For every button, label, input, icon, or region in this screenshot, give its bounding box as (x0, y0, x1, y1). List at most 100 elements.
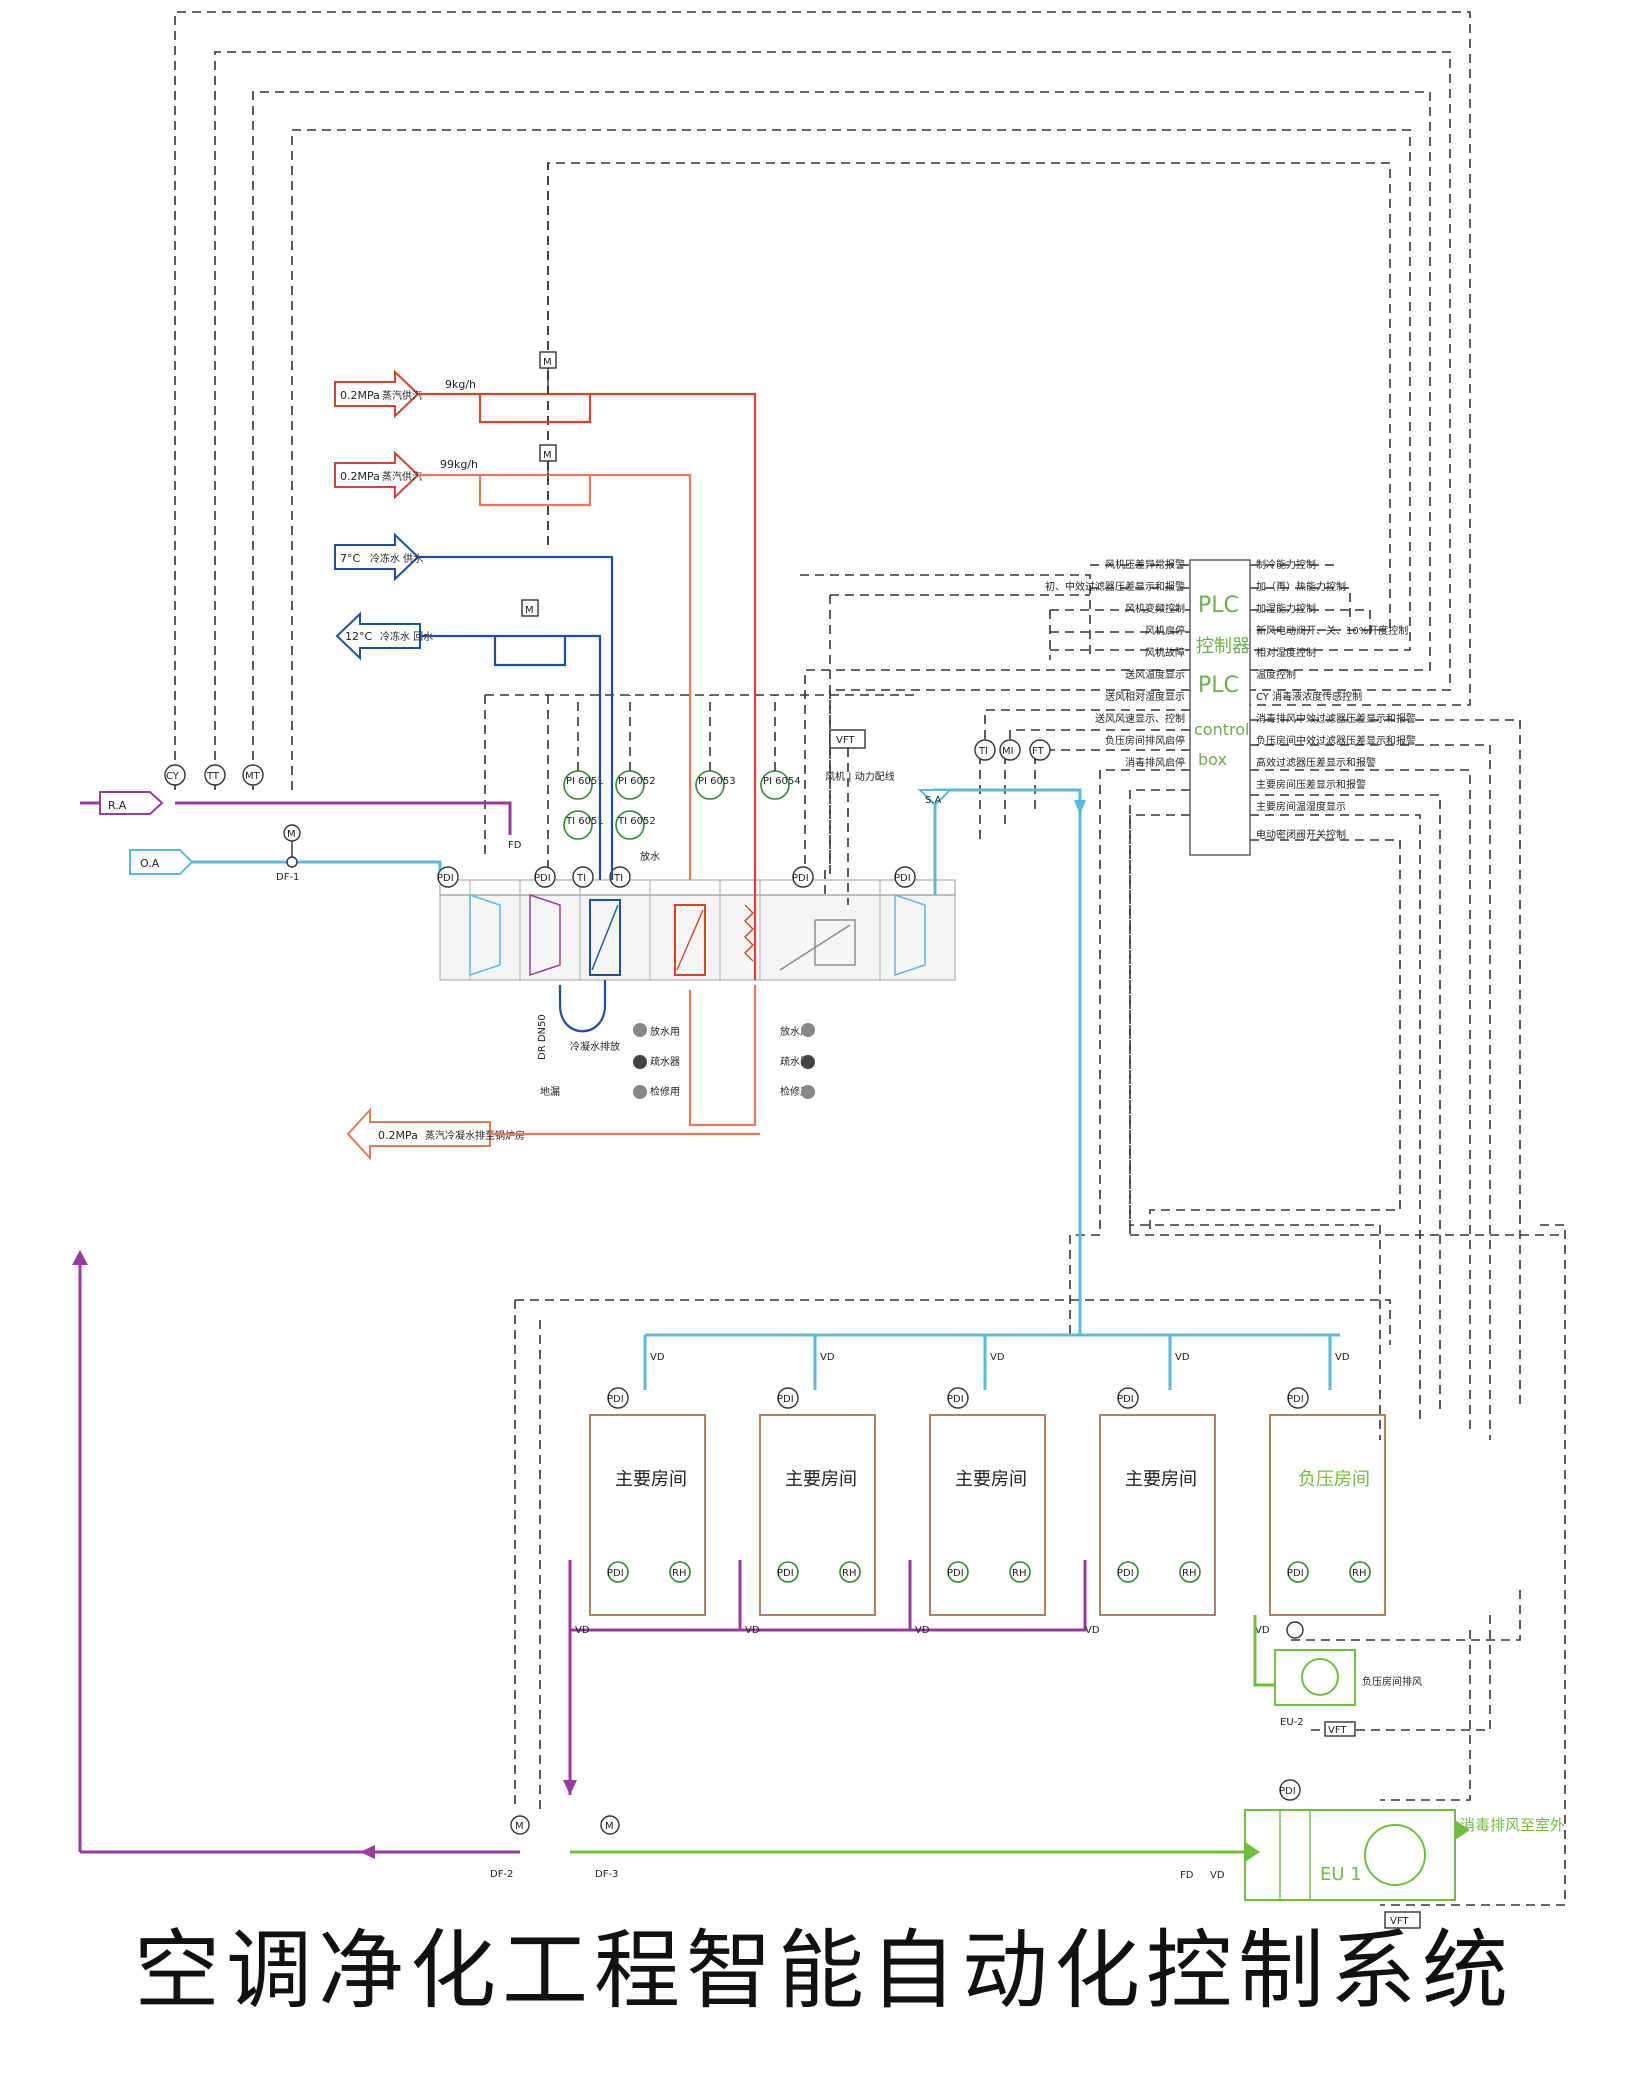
chw-return-note: 冷冻水 回水 (380, 630, 433, 643)
plc-left-0: 风机压差异常报警 (1105, 558, 1185, 571)
pi-6054: PI 6054 (763, 776, 801, 787)
room5-pdi: PDI (1287, 1568, 1304, 1579)
eu1-vft: VFT (1390, 1916, 1409, 1927)
plc-right-7: 消毒排风中效过滤器压差显示和报警 (1256, 712, 1416, 725)
steam2-flow: 99kg/h (440, 458, 478, 471)
steam-line-2: 0.2MPa 蒸汽供汽 99kg/h M (334, 444, 692, 880)
room4-pdi: PDI (1117, 1568, 1134, 1579)
exhaust-fd: FD (1180, 1870, 1194, 1881)
plc-left-4: 风机故障 (1145, 646, 1185, 659)
ahu-instruments: PDI PDI TI TI PDI PDI FD (437, 840, 916, 888)
sensor-ti-supply: TI (978, 746, 988, 757)
room5-pdi-top: PDI (1287, 1394, 1304, 1405)
room3-name: 主要房间 (955, 1469, 1027, 1490)
plc-right-9: 高效过滤器压差显示和报警 (1256, 756, 1376, 769)
chw-supply-note: 冷冻水 供水 (370, 552, 423, 565)
ti-6052: TI 6052 (617, 816, 656, 827)
room3-vd: VD (990, 1352, 1005, 1363)
room4-pdi-top: PDI (1117, 1394, 1134, 1405)
room3-rh: RH (1012, 1568, 1026, 1579)
plc-right-labels: 制冷能力控制 加（再）热能力控制 加湿能力控制 新风电动阀开、关、10%开度控制… (1256, 558, 1416, 841)
plc-line4: control (1194, 720, 1249, 739)
room4-vd-return: VD (1085, 1625, 1100, 1636)
return-air-line (72, 801, 1087, 1859)
plc-left-labels: 风机压差异常报警 初、中效过滤器压差显示和报警 风机变频控制 风机启停 风机故障… (1045, 558, 1185, 769)
pdi-filter2: PDI (534, 873, 551, 884)
condensate-return: 0.2MPa 蒸汽冷凝水排至锅炉房 (346, 1107, 760, 1161)
drain-dn50: DR DN50 (537, 1014, 548, 1060)
plc-line3: PLC (1198, 673, 1239, 698)
room3-vd-return: VD (915, 1625, 930, 1636)
plc-right-5: 温度控制 (1256, 668, 1296, 681)
return-air-arrow: R.A (99, 791, 164, 815)
trap-1: 疏水器 (650, 1055, 680, 1068)
pdi-filter3: PDI (894, 873, 911, 884)
plc-left-6: 送风相对湿度显示 (1105, 690, 1185, 703)
chw-supply: 7°C 冷冻水 供水 (334, 532, 614, 880)
sensor-ft-supply: FT (1032, 746, 1045, 757)
sensor-mi-supply: MI (1002, 746, 1014, 757)
arrow-down-icon (1074, 800, 1086, 815)
room-3: VD 主要房间 PDI PDI RH VD (915, 1335, 1046, 1636)
steam1-flow: 9kg/h (445, 378, 476, 391)
sensor-cy: CY (166, 771, 180, 782)
room5-name: 负压房间 (1298, 1469, 1370, 1490)
damper-df1: M DF-1 (276, 824, 301, 883)
df2-motor: M (515, 1821, 524, 1832)
steam2-valve-motor: M (543, 450, 552, 461)
room4-name: 主要房间 (1125, 1469, 1197, 1490)
steam-line-1: 0.2MPa 蒸汽供汽 9kg/h M (334, 351, 757, 980)
pi-6053: PI 6053 (698, 776, 736, 787)
room-5: VD 负压房间 PDI PDI RH VD (1255, 1335, 1386, 1636)
condensate-note: 蒸汽冷凝水排至锅炉房 (425, 1129, 525, 1142)
plc-left-1: 初、中效过滤器压差显示和报警 (1045, 580, 1185, 593)
room1-pdi-top: PDI (607, 1394, 624, 1405)
vft-ahu: VFT 风机 | 动力配线 (825, 729, 895, 905)
plc-line2: 控制器 (1196, 636, 1250, 657)
room-2: VD 主要房间 PDI PDI RH VD (745, 1335, 876, 1636)
chw-supply-temp: 7°C (340, 552, 360, 565)
plc-right-6: CY 消毒液浓度传感控制 (1256, 690, 1362, 703)
vft-note: 风机 | 动力配线 (825, 770, 895, 783)
room2-pdi-top: PDI (777, 1394, 794, 1405)
plc-left-5: 送风温度显示 (1125, 668, 1185, 681)
plc-right-12: 电动密闭阀开关控制 (1256, 828, 1346, 841)
room1-vd-return: VD (575, 1625, 590, 1636)
room2-name: 主要房间 (785, 1469, 857, 1490)
plc-right-11: 主要房间温湿度显示 (1256, 800, 1346, 813)
plc-right-0: 制冷能力控制 (1256, 558, 1316, 571)
pdi-filter1: PDI (437, 873, 454, 884)
arrow-down-icon (563, 1780, 577, 1795)
room-4: VD 主要房间 PDI PDI RH VD (1085, 1335, 1216, 1636)
arrow-up-icon (72, 1250, 88, 1265)
plc-line5: box (1198, 750, 1227, 769)
room4-rh: RH (1182, 1568, 1196, 1579)
room5-vd: VD (1335, 1352, 1350, 1363)
exhaust-eu1: PDI EU 1 消毒排风至室外 VFT (1244, 1779, 1565, 1929)
sensor-tt: TT (206, 771, 220, 782)
exhaust-eu2: 负压房间排风 EU-2 VFT (1253, 1615, 1422, 1737)
pi-6051: PI 6051 (566, 776, 604, 787)
return-air-label: R.A (108, 799, 127, 812)
plc-left-7: 送风风速显示、控制 (1095, 712, 1185, 725)
room2-vd: VD (820, 1352, 835, 1363)
room2-rh: RH (842, 1568, 856, 1579)
exhaust-line: FD VD (570, 1842, 1260, 1881)
room5-vd-return: VD (1255, 1625, 1270, 1636)
room5-rh: RH (1352, 1568, 1366, 1579)
room1-vd: VD (650, 1352, 665, 1363)
steam1-note: 蒸汽供汽 (382, 389, 422, 402)
dampers-bottom: M DF-2 M DF-3 (490, 1815, 620, 1880)
room2-pdi: PDI (777, 1568, 794, 1579)
room3-pdi-top: PDI (947, 1394, 964, 1405)
steam1-valve-motor: M (543, 357, 552, 368)
plc-right-4: 相对湿度控制 (1256, 646, 1316, 659)
room-1: VD 主要房间 PDI PDI RH VD (575, 1335, 706, 1636)
room2-vd-return: VD (745, 1625, 760, 1636)
ti-1: TI (576, 873, 586, 884)
chw-valve-motor: M (525, 605, 534, 616)
trap-service-1: 检修用 (650, 1085, 680, 1098)
page-title: 空调净化工程智能自动化控制系统 (134, 1921, 1514, 2021)
control-wiring (174, 11, 1566, 1906)
plc-line1: PLC (1198, 593, 1239, 618)
